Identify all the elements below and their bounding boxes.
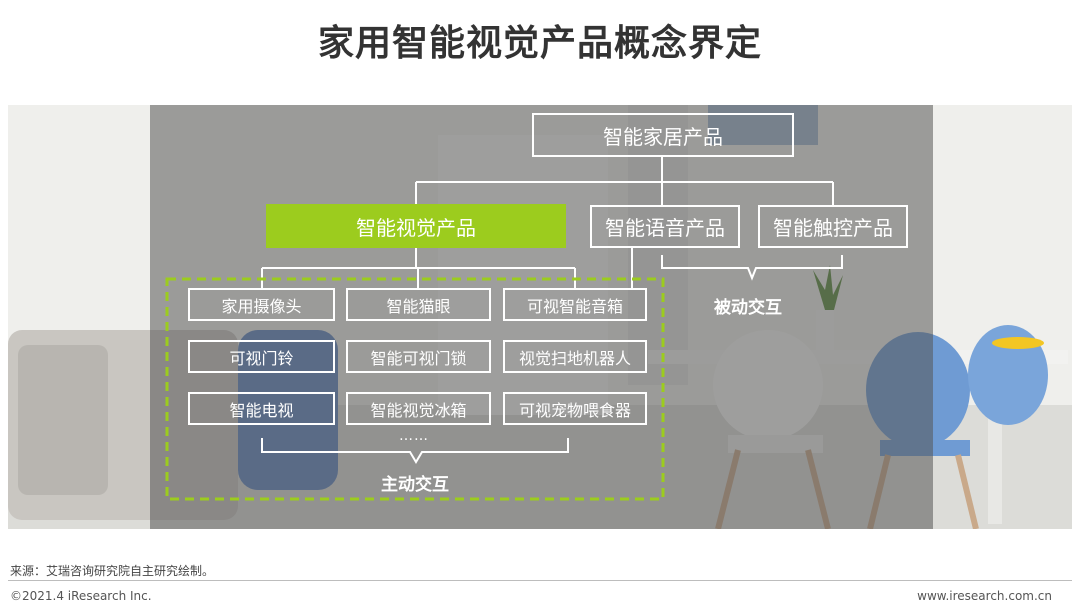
more-items-ellipsis: …… <box>399 428 429 444</box>
page-title: 家用智能视觉产品概念界定 <box>317 23 762 64</box>
product-label: 智能可视门锁 <box>370 348 467 368</box>
active-interaction-label: 主动交互 <box>381 475 449 495</box>
product-label: 智能视觉冰箱 <box>370 400 467 420</box>
footer-divider <box>8 580 1072 581</box>
website-url: www.iresearch.com.cn <box>917 589 1052 603</box>
product-node: 可视门铃 <box>188 340 335 373</box>
root-node-smart-home: 智能家居产品 <box>532 113 794 157</box>
category-node-voice: 智能语音产品 <box>590 205 740 248</box>
product-label: 可视智能音箱 <box>526 296 623 316</box>
product-node: 智能电视 <box>188 392 335 425</box>
category-node-touch: 智能触控产品 <box>758 205 908 248</box>
product-node: 可视智能音箱 <box>503 288 647 321</box>
product-node: 家用摄像头 <box>188 288 335 321</box>
product-label: 家用摄像头 <box>221 296 302 316</box>
source-note: 来源：艾瑞咨询研究院自主研究绘制。 <box>10 564 215 578</box>
category-node-touch-label: 智能触控产品 <box>773 216 893 240</box>
category-node-visual: 智能视觉产品 <box>266 204 566 248</box>
product-label: 智能电视 <box>229 400 294 420</box>
product-node: 可视宠物喂食器 <box>503 392 647 425</box>
category-node-visual-label: 智能视觉产品 <box>356 215 476 240</box>
category-node-voice-label: 智能语音产品 <box>605 216 725 240</box>
copyright-text: ©2021.4 iResearch Inc. <box>10 589 152 603</box>
passive-interaction-label: 被动交互 <box>714 298 782 318</box>
root-node-label: 智能家居产品 <box>603 124 723 149</box>
product-node: 智能猫眼 <box>346 288 491 321</box>
diagram-overlay <box>150 105 933 529</box>
product-label: 可视宠物喂食器 <box>518 400 631 420</box>
product-label: 可视门铃 <box>229 348 294 368</box>
product-node: 智能可视门锁 <box>346 340 491 373</box>
product-label: 视觉扫地机器人 <box>518 348 631 368</box>
product-node: 智能视觉冰箱 <box>346 392 491 425</box>
product-label: 智能猫眼 <box>386 296 451 316</box>
product-node: 视觉扫地机器人 <box>503 340 647 373</box>
